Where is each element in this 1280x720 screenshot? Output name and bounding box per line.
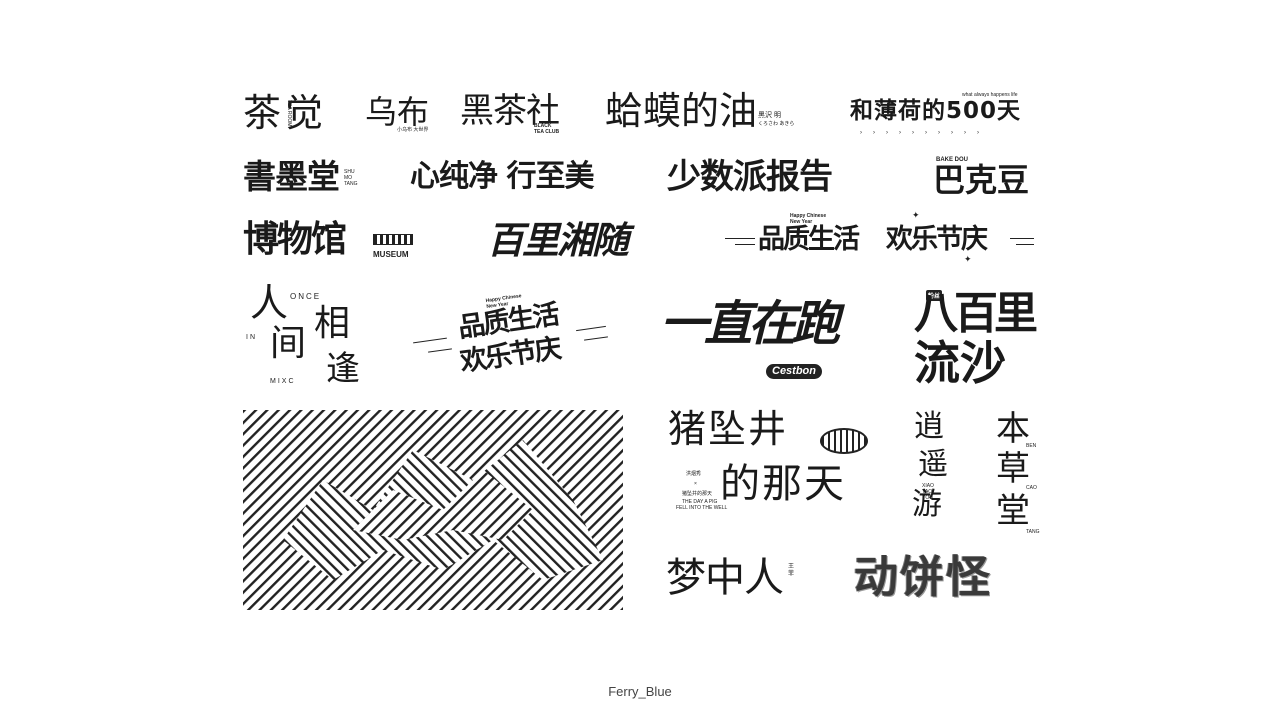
logo-shu-mo-tang-tag: SHU MO TANG [344,169,358,187]
logo-pin-zhi-1: 品质生活 [758,224,860,255]
well-icon [820,428,868,454]
logo-meng-tag: 王菲 [788,564,795,577]
logo-wu-bu-tag: 小乌布 大世界 [397,127,429,133]
logo-tang: 堂 [996,491,1030,531]
logo-ren-jian-xiang: 相 [314,303,351,344]
logo-zhu-sub1: 洪烟秀 [686,471,702,477]
logo-ben-tag: BEN [1026,443,1037,449]
divider [428,348,452,353]
maze-pattern-graphic [243,410,623,610]
logo-yao: 遥 [918,447,948,482]
logo-cao-tag: CAO [1026,485,1037,491]
logo-liu-sha: 流沙 [914,336,1006,390]
logo-ba-bai-li: 八百里 [914,288,1038,339]
logo-ren-jian-in: IN [246,334,257,341]
logo-ha-mo-sub2: くろさわ あきら [758,121,795,127]
logo-bake-dou: 巴克豆 [933,161,1030,199]
divider [413,337,447,344]
logo-zhu-sub2: × [694,481,697,487]
divider [725,238,755,239]
logo-zhu-zhui-jing: 猪坠井 [668,407,789,451]
logo-zhu-sub3: 猪坠井的那天 [682,491,713,497]
logo-yi-zhi-pao: 一直在跑 [660,296,840,352]
logo-ren-jian-once: ONCE [290,292,322,301]
logo-cha-jue: 茶觉 [243,91,328,135]
logo-bake-dou-tag: BAKE DOU [936,157,969,163]
logo-ha-mo-de-you: 蛤蟆的油 [605,89,758,133]
logo-xin-chun-jing: 心纯净 行至美 [410,159,594,194]
logo-hei-cha-she: 黑茶社 [460,91,560,131]
divider [584,336,608,341]
logo-cha-jue-tag: TEA ROOM [285,100,292,127]
footer-credit: Ferry_Blue [608,684,672,699]
logo-ren-jian-mixc: MIXC [270,378,296,385]
divider [1016,244,1034,245]
logo-ha-mo-sub: 黑沢 明 [758,112,781,119]
logo-hei-cha-she-tag: BLACK TEA CLUB [534,123,560,135]
logo-500-tag: what always happens life [962,92,1018,98]
logo-bai-li-xiang: 百里湘随 [487,219,629,262]
logo-de-na-tian: 的那天 [720,461,846,507]
logo-ben: 本 [996,409,1030,449]
sparkle-icon: ✦ [912,211,920,221]
logo-meng-zhong-ren: 梦中人 [666,555,784,601]
sparkle-icon: ✦ [964,255,972,265]
logo-ren-jian-jian: 间 [270,323,307,364]
logo-bo-wu-guan: 博物馆 [243,219,347,260]
museum-icon [373,234,413,245]
logo-xiao-yao-you-tag: XIAO YAO YOU [922,483,934,501]
logo-shao-shu-pai: 少数派报告 [667,157,833,197]
logo-wu-bu: 乌布 [365,93,430,131]
logo-bing-guai: 动饼怪 [854,552,992,603]
logo-500-dots: ›››››››››› [860,130,990,136]
logo-ba-bai-li-badge: 粉丝 [926,290,943,301]
logo-ren-jian-ren: 人 [250,281,289,325]
logo-pin-zhi-1b: 欢乐节庆 [886,224,988,255]
logo-shu-mo-tang: 書墨堂 [243,157,340,196]
divider [1010,238,1034,239]
logo-pin-zhi-1-tag: Happy Chinese New Year [790,213,827,225]
logo-zhu-sub5: FELL INTO THE WELL [676,505,728,511]
logo-cestbon: Cestbon [766,364,822,379]
logo-xiao: 逍 [914,409,944,444]
divider [735,244,755,245]
logo-tang-tag: TANG [1026,529,1040,535]
logo-cao: 草 [996,449,1030,489]
logo-he-bo-mo-500: 和薄荷的500天 [850,98,1022,124]
logo-zhu-sub4: THE DAY A PIG [682,499,718,505]
logo-ren-jian-feng: 逢 [326,349,360,389]
logo-you: 游 [912,487,942,522]
logo-bo-wu-guan-tag: MUSEUM [373,250,409,259]
divider [576,325,606,332]
